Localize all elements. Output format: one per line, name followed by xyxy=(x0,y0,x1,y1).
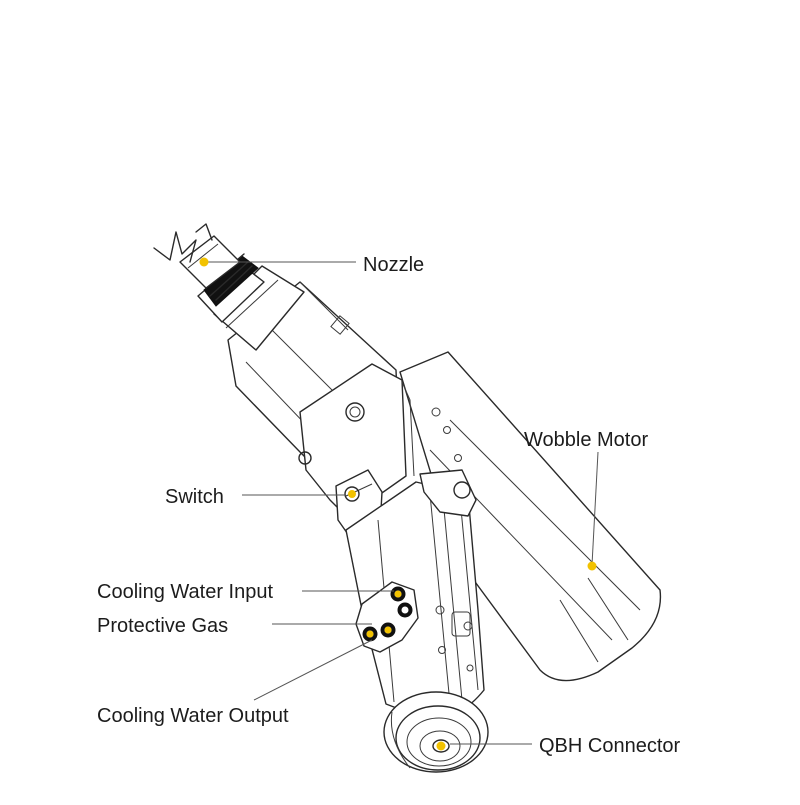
label-cooling-water-output: Cooling Water Output xyxy=(97,705,289,727)
leader-cooling-water-output xyxy=(253,639,373,701)
marker-wobble-motor xyxy=(587,561,597,571)
labels: Nozzle Wobble Motor Switch Cooling Water… xyxy=(97,254,681,757)
label-qbh-connector: QBH Connector xyxy=(539,735,681,757)
leader-lines xyxy=(204,261,599,745)
marker-cooling-water-output xyxy=(366,630,374,638)
label-wobble-motor: Wobble Motor xyxy=(524,429,648,451)
label-cooling-water-input: Cooling Water Input xyxy=(97,581,273,603)
qbh-connector-end xyxy=(383,691,489,773)
marker-nozzle xyxy=(199,257,209,267)
markers xyxy=(199,257,597,751)
leader-wobble-motor xyxy=(591,451,599,566)
label-switch: Switch xyxy=(165,486,224,508)
marker-switch xyxy=(348,490,356,498)
label-protective-gas: Protective Gas xyxy=(97,615,228,637)
marker-cooling-water-input xyxy=(394,590,402,598)
marker-qbh-connector xyxy=(436,741,446,751)
label-nozzle: Nozzle xyxy=(363,254,424,276)
marker-protective-gas xyxy=(384,626,392,634)
